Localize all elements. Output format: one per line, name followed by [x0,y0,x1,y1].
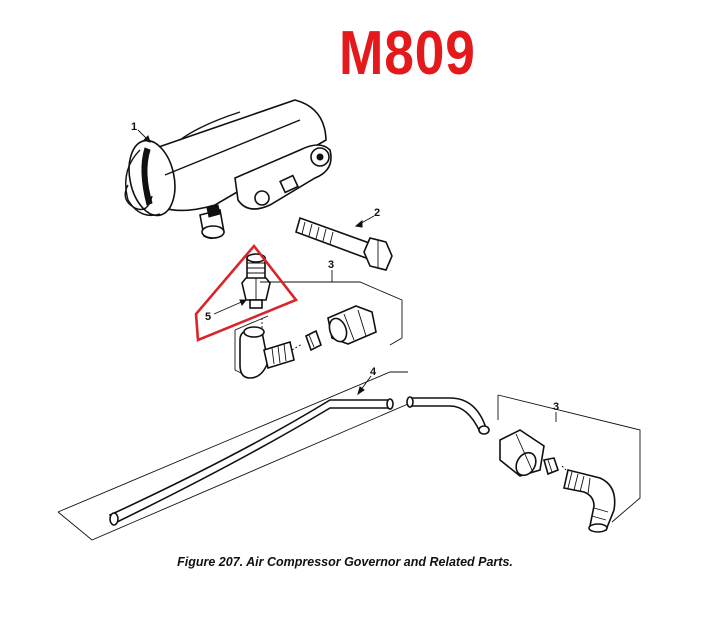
callout-4: 4 [370,366,377,378]
highlight-triangle [194,243,299,342]
model-title: M809 [338,19,476,88]
figure-caption: Figure 207. Air Compressor Governor and … [177,555,513,569]
callout-5: 5 [205,311,211,323]
fitting-set-lower [497,394,641,533]
callout-3-upper: 3 [328,259,334,271]
fitting-set-upper [234,281,403,379]
bolt [295,216,393,271]
callout-3-lower: 3 [553,401,559,413]
leader-lines [137,129,557,422]
air-tube [57,371,490,541]
callout-1: 1 [131,121,137,133]
governor-body [124,99,332,240]
callout-2: 2 [374,207,380,219]
